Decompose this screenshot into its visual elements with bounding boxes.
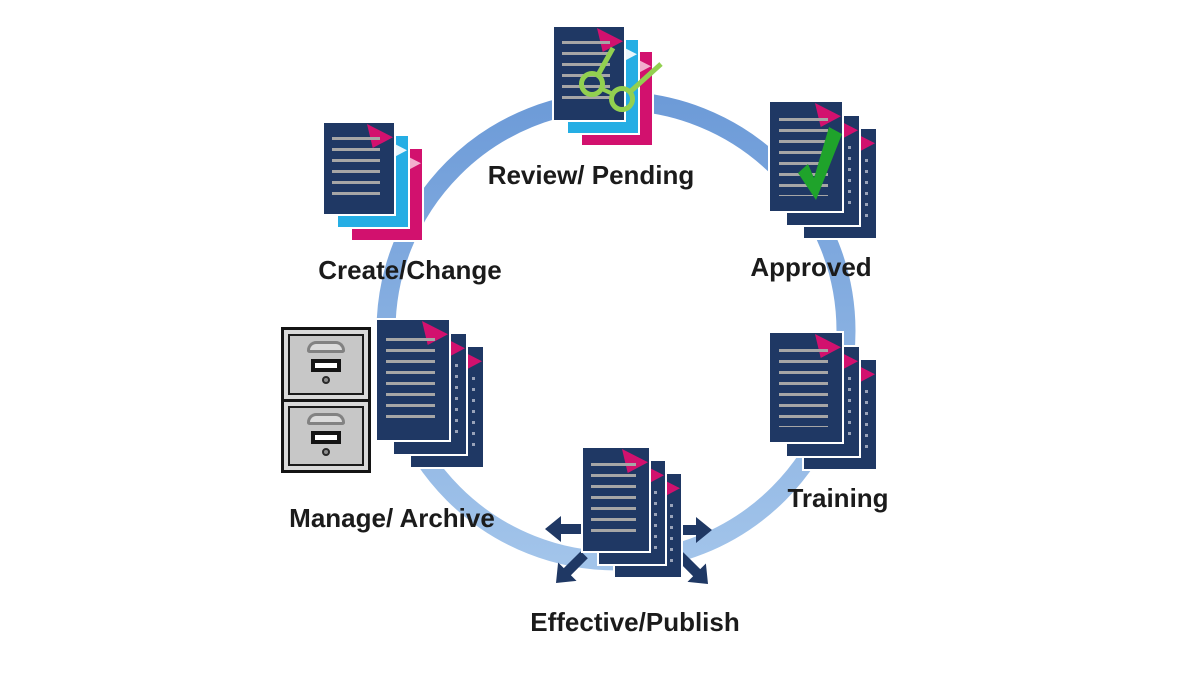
stage-label-approved: Approved (750, 252, 872, 282)
document-icon (322, 121, 396, 216)
text-lines (778, 349, 828, 427)
drawer-knob (322, 376, 330, 384)
drawer-handle (307, 341, 345, 353)
document-icon (768, 331, 844, 444)
dotted-lines (848, 146, 851, 212)
dotted-lines (670, 504, 673, 564)
arrow-down-left-icon (556, 551, 588, 583)
document-icon (581, 446, 651, 553)
arrow-left-icon (545, 516, 586, 542)
drawer-knob (322, 447, 330, 456)
drawer-handle (307, 412, 345, 425)
stage-label-training: Training (787, 483, 889, 513)
dotted-lines (455, 364, 458, 441)
dotted-lines (848, 377, 851, 443)
cabinet-drawer (281, 327, 371, 402)
dotted-lines (472, 377, 475, 454)
dotted-lines (865, 159, 868, 225)
text-lines (385, 338, 435, 424)
stage-label-effective-publish: Effective/Publish (530, 607, 740, 637)
file-cabinet-icon (281, 327, 371, 473)
checkmark-icon (798, 127, 842, 200)
arrow-right-icon (671, 517, 712, 543)
cabinet-drawer (281, 401, 371, 473)
dotted-lines (654, 491, 657, 551)
dotted-lines (865, 390, 868, 456)
glasses-icon (579, 46, 663, 112)
arrow-down-right-icon (676, 552, 708, 584)
drawer-face (288, 405, 364, 466)
drawer-label-slot (311, 359, 341, 372)
drawer-face (288, 334, 364, 395)
document-icon (375, 318, 451, 442)
text-lines (590, 463, 636, 537)
drawer-label-slot (311, 430, 341, 444)
stage-label-manage-archive: Manage/ Archive (289, 503, 495, 533)
text-lines (332, 136, 380, 202)
stage-label-create-change: Create/Change (318, 255, 502, 285)
stage-label-review-pending: Review/ Pending (487, 160, 695, 190)
